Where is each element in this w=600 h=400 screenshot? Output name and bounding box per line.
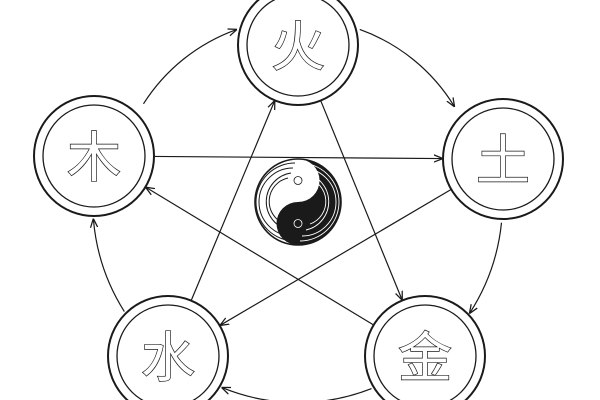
element-label-earth: 土: [476, 130, 530, 193]
generating-cycle: [93, 28, 503, 400]
element-node-wood: 木: [33, 95, 155, 217]
overcoming-arrow: [320, 100, 402, 300]
element-node-earth: 土: [442, 98, 564, 220]
overcoming-cycle: [146, 100, 452, 326]
overcoming-arrow: [146, 188, 374, 326]
element-node-fire: 火: [237, 0, 359, 106]
element-label-fire: 火: [271, 16, 325, 79]
element-label-metal: 金: [398, 327, 452, 390]
overcoming-arrow: [221, 188, 452, 325]
overcoming-arrow: [190, 101, 274, 301]
element-label-wood: 木: [67, 127, 121, 190]
overcoming-arrow: [153, 156, 442, 158]
yin-yang-icon: [254, 158, 342, 246]
generating-arrow: [93, 219, 125, 312]
element-label-water: 水: [141, 327, 195, 390]
generating-arrow: [142, 30, 236, 105]
generating-arrow: [470, 222, 503, 313]
element-node-water: 水: [107, 295, 229, 400]
generating-arrow: [359, 28, 454, 106]
generating-arrow: [222, 388, 372, 400]
element-node-metal: 金: [364, 295, 486, 400]
